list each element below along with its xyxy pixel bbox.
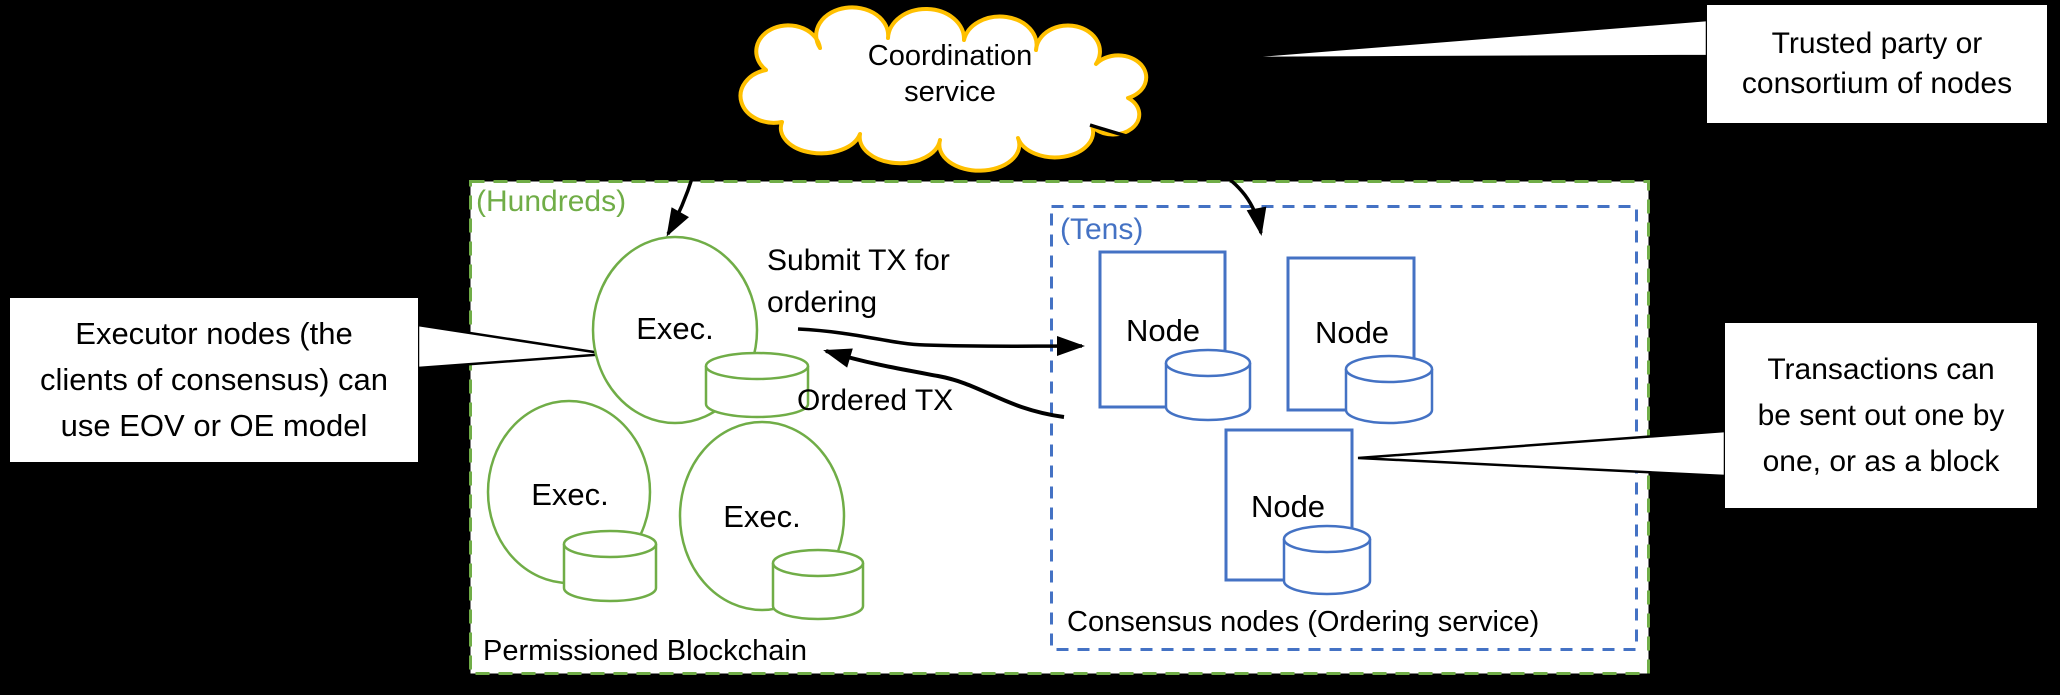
transactions-callout-line1: Transactions can bbox=[1767, 352, 1995, 386]
trusted-callout: Trusted party or consortium of nodes bbox=[1707, 5, 2047, 123]
trusted-callout-tail bbox=[1229, 18, 1709, 60]
arrow-cloud-to-executor bbox=[666, 115, 709, 237]
trusted-callout-line1: Trusted party or bbox=[1771, 27, 1983, 60]
submit-tx-label-line2: ordering bbox=[767, 286, 878, 319]
node-label-3: Node bbox=[1250, 489, 1326, 524]
database-cylinder-icon-exec3 bbox=[771, 548, 865, 621]
cloud-shape bbox=[738, 5, 1149, 173]
executor-callout-line1: Executor nodes (the bbox=[75, 316, 353, 351]
cloud-label-line1: Coordination bbox=[867, 40, 1033, 72]
consensus-zone-scale-label: (Tens) bbox=[1060, 213, 1144, 246]
cloud-label: Coordination service bbox=[820, 38, 1080, 110]
consensus-zone-box bbox=[1050, 205, 1638, 651]
executor-label-1: Exec. bbox=[636, 311, 714, 346]
executor-callout: Executor nodes (the clients of consensus… bbox=[10, 298, 418, 462]
permissioned-zone-caption: Permissioned Blockchain bbox=[483, 635, 807, 667]
arrow-cloud-to-consensus bbox=[1089, 123, 1267, 236]
database-cylinder-icon-exec1 bbox=[704, 351, 810, 419]
transactions-callout-line3: one, or as a block bbox=[1762, 444, 2000, 478]
executor-label-2: Exec. bbox=[531, 477, 609, 512]
submit-tx-label-line1: Submit TX for bbox=[767, 244, 950, 277]
executor-callout-line2: clients of consensus) can bbox=[39, 362, 389, 397]
permissioned-zone-scale-label: (Hundreds) bbox=[476, 185, 627, 218]
arrow-ordered-tx bbox=[823, 348, 1065, 419]
transactions-callout-line2: be sent out one by bbox=[1757, 398, 2005, 432]
node-label-2: Node bbox=[1314, 315, 1390, 350]
executor-callout-tail bbox=[416, 323, 608, 370]
database-cylinder-icon-node1 bbox=[1164, 348, 1252, 422]
database-cylinder-icon-node3 bbox=[1282, 524, 1372, 596]
database-cylinder-icon-node2 bbox=[1344, 354, 1434, 425]
submit-tx-label: Submit TX for ordering bbox=[767, 240, 950, 324]
database-cylinder-icon-exec2 bbox=[562, 529, 658, 603]
executor-label-3: Exec. bbox=[723, 499, 801, 534]
ordered-tx-label: Ordered TX bbox=[797, 384, 954, 417]
trusted-callout-line2: consortium of nodes bbox=[1741, 67, 2013, 100]
cloud-label-line2: service bbox=[904, 76, 996, 108]
node-label-1: Node bbox=[1125, 313, 1201, 348]
transactions-callout: Transactions can be sent out one by one,… bbox=[1725, 323, 2037, 508]
executor-callout-line3: use EOV or OE model bbox=[60, 408, 368, 443]
consensus-zone-caption: Consensus nodes (Ordering service) bbox=[1067, 606, 1540, 638]
arrow-submit-tx bbox=[797, 327, 1085, 357]
